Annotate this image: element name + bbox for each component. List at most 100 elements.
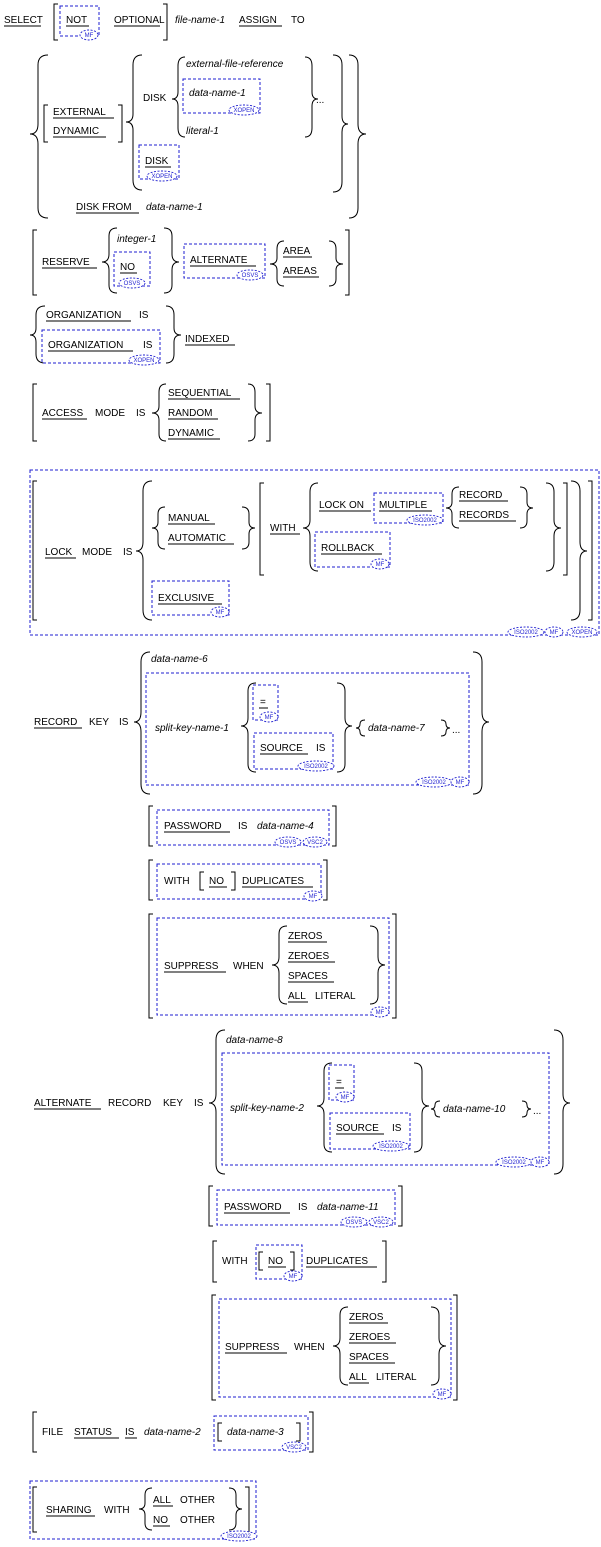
badge-data-name-3-vsc2: VSC2 [281,1441,307,1453]
select-line: SELECT NOT OPTIONAL file-name-1 ASSIGN T… [4,3,305,41]
with-bracket-right [563,482,568,576]
assign-block: EXTERNAL DYNAMIC DISK external-file-refe… [29,54,367,219]
badge-password-vsc2: VSC2 [302,836,328,848]
alt-suppress-brace-right [430,1306,447,1386]
svg-text:VSC2: VSC2 [373,1220,389,1226]
data-name-10-brace-left [430,1100,441,1118]
suppress-bracket-left [148,913,153,1019]
badge-disk-xopen: XOPEN [146,170,178,182]
reserve-bracket-left [32,229,37,296]
split-key-brace-right [336,682,353,773]
data-name-6: data-name-6 [151,654,208,665]
reserve-brace-right [163,227,180,294]
exclusive-keyword: EXCLUSIVE [158,593,214,604]
svg-text:OSVS: OSVS [346,1220,363,1226]
svg-text:MF: MF [216,610,225,616]
svg-text:MF: MF [341,1095,350,1101]
sharing-no-keyword: NO [153,1515,168,1526]
organization-brace-left [29,305,46,364]
ext-dyn-bracket-right [118,104,123,143]
badge-duplicates-mf: MF [303,890,323,902]
badge-lock-xopen: XOPEN [566,626,598,638]
to-keyword: TO [291,15,305,26]
alt-key-ellipsis: ... [533,1106,541,1117]
data-name-1-dialect-box [182,78,261,114]
sharing-with-keyword: WITH [104,1505,130,1516]
external-keyword: EXTERNAL [53,107,106,118]
random-keyword: RANDOM [168,408,212,419]
alt-suppress-bracket-left [211,1294,216,1401]
no-bracket-right [231,871,236,891]
file-status-bracket-right [309,1411,314,1453]
dup-no-keyword: NO [209,876,224,887]
split-key-dialect-box [145,672,470,786]
alt-record-keyword: RECORD [108,1098,151,1109]
all-keyword: ALL [288,991,306,1002]
data-name-4: data-name-4 [257,821,314,832]
badge-alt-split-mf: MF [530,1156,550,1168]
disk-keyword: DISK [143,93,167,104]
alt-split-brace-right [413,1062,430,1153]
access-brace-left [151,383,167,442]
record-keyword: RECORD [34,717,77,728]
badge-alternate-osvs: OSVS [236,269,264,281]
svg-text:MF: MF [376,562,385,568]
alt-no-bracket-right [290,1251,295,1271]
duplicates-keyword: DUPLICATES [242,876,304,887]
record-key-is-keyword: IS [119,717,129,728]
source-keyword: SOURCE [260,743,303,754]
badge-multiple-iso2002: ISO2002 [406,514,444,526]
suppress-when-keyword: WHEN [233,961,264,972]
alt-source-dialect-box [329,1112,411,1150]
rollback-keyword: ROLLBACK [321,543,375,554]
access-keyword: ACCESS [42,408,83,419]
organization-keyword-2: ORGANIZATION [48,340,123,351]
alt-password-bracket-left [208,1185,213,1227]
svg-text:ISO2002: ISO2002 [514,630,538,636]
equals-sign: = [260,697,266,708]
password-bracket-left [148,805,153,847]
svg-text:MF: MF [85,33,94,39]
multiple-dialect-box [373,492,444,524]
svg-text:ISO2002: ISO2002 [422,780,446,786]
organization-dialect-box [41,329,161,364]
alt-password-is-keyword: IS [298,1202,308,1213]
badge-data-name-1-xopen: XOPEN [228,104,260,116]
duplicates-dialect-box [156,863,322,900]
lock-block: LOCK MODE IS MANUAL AUTOMATIC WITH LOCK … [29,469,600,636]
disk-target-brace-left [171,56,186,138]
split-key-name-1: split-key-name-1 [155,723,229,734]
sharing-dialect-box [29,1480,257,1540]
badge-lock-iso2002: ISO2002 [507,626,545,638]
no-bracket-left [199,871,204,891]
alt-literal-keyword: LITERAL [376,1372,417,1383]
with-keyword: WITH [270,523,296,534]
alt-no-bracket-left [258,1251,263,1271]
literal-keyword: LITERAL [315,991,356,1002]
sharing-brace-left [138,1487,153,1531]
reserve-block: RESERVE integer-1 NO ALTERNATE AREA AREA… [32,227,350,296]
alt-duplicates-bracket-left [212,1240,217,1283]
alt-no-dialect-box [255,1244,303,1280]
badge-alt-equals-mf: MF [335,1091,355,1103]
organization-is-keyword-2: IS [143,340,153,351]
access-brace-right [247,383,263,442]
sharing-bracket-right [245,1486,250,1533]
badge-sharing-iso2002: ISO2002 [220,1530,258,1542]
svg-text:OSVS: OSVS [242,273,259,279]
svg-text:ISO2002: ISO2002 [304,764,328,770]
with-brace-right [545,482,562,572]
alt-suppress-keyword: SUPPRESS [225,1342,280,1353]
svg-text:MF: MF [289,1274,298,1280]
data-name-3-bracket-right [296,1422,301,1442]
organization-is-keyword: IS [139,310,149,321]
alternate-key-block: ALTERNATE RECORD KEY IS data-name-8 spli… [34,1029,571,1401]
data-name-10-brace-right [521,1100,532,1118]
status-is-keyword: IS [125,1427,135,1438]
password-is-keyword: IS [238,821,248,832]
indexed-keyword: INDEXED [185,334,229,345]
svg-text:MF: MF [550,630,559,636]
svg-text:VSC2: VSC2 [307,840,323,846]
